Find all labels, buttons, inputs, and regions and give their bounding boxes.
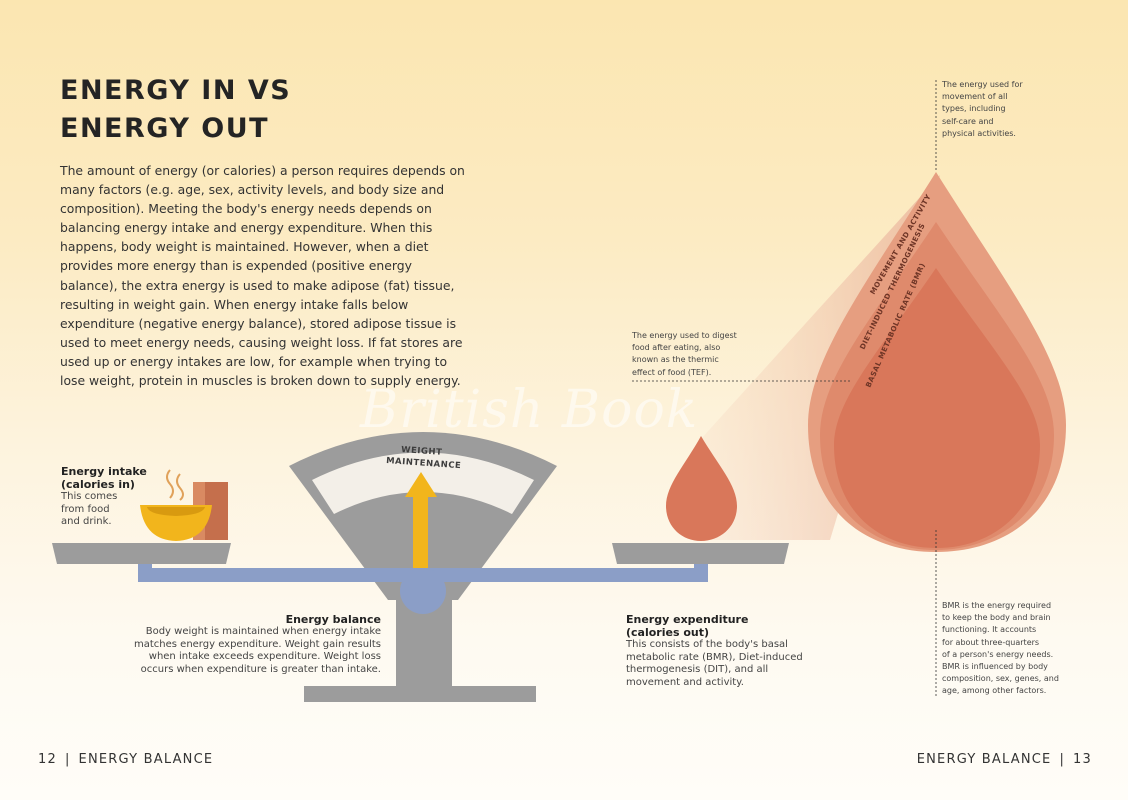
tef-anno-line-4: effect of food (TEF). (632, 367, 712, 377)
footer-left: 12 | ENERGY BALANCE (38, 752, 213, 767)
bmr-anno-line-8: age, among other factors. (942, 686, 1047, 696)
tef-annotation: The energy used to digest food after eat… (632, 330, 782, 379)
expenditure-text-line-1: This consists of the body's basal (626, 639, 788, 650)
intake-heading-line-1: Energy intake (61, 465, 147, 478)
scale-base (304, 686, 536, 702)
bmr-anno-line-3: functioning. It accounts (942, 625, 1037, 635)
movement-anno-line-2: movement of all (942, 92, 1008, 102)
right-pan (612, 543, 789, 564)
food-drink-icon (140, 469, 228, 541)
footer-right: ENERGY BALANCE | 13 (917, 752, 1092, 767)
expenditure-heading-line-1: Energy expenditure (626, 613, 749, 626)
intake-heading-line-2: (calories in) (61, 478, 135, 491)
balance-text-line-4: occurs when expenditure is greater than … (140, 663, 381, 675)
bmr-anno-line-5: of a person's energy needs. (942, 649, 1054, 659)
bmr-annotation: BMR is the energy required to keep the b… (942, 600, 1092, 698)
bmr-anno-line-7: composition, sex, genes, and (942, 674, 1059, 684)
bmr-anno-line-6: BMR is influenced by body (942, 662, 1048, 672)
movement-anno-line-4: self-care and (942, 116, 994, 126)
small-energy-drop (666, 436, 737, 541)
intake-text-line-1: This comes (61, 491, 118, 502)
right-page-number: 13 (1073, 752, 1092, 767)
watermark: British Book (360, 380, 699, 440)
balance-heading: Energy balance (285, 613, 381, 626)
energy-expenditure-label: Energy expenditure (calories out) This c… (626, 613, 846, 689)
energy-intake-label: Energy intake (calories in) This comes f… (61, 465, 181, 529)
intro-paragraph: The amount of energy (or calories) a per… (60, 163, 465, 389)
expenditure-text-line-4: movement and activity. (626, 676, 744, 688)
expenditure-heading-line-2: (calories out) (626, 626, 710, 639)
right-section-title: ENERGY BALANCE (916, 752, 1052, 767)
title-line-1: ENERGY IN VS (60, 75, 292, 106)
bmr-anno-line-2: to keep the body and brain (942, 613, 1051, 623)
tef-anno-line-2: food after eating, also (632, 343, 721, 353)
expenditure-text-line-2: metabolic rate (BMR), Diet-induced (626, 651, 803, 663)
intake-text-line-2: from food (61, 503, 110, 515)
bmr-anno-line-4: for about three-quarters (942, 637, 1040, 647)
page-title: ENERGY IN VS ENERGY OUT (60, 72, 380, 148)
scale-stand (396, 592, 452, 687)
movement-anno-line-1: The energy used for (942, 80, 1023, 89)
left-page-number: 12 (38, 752, 57, 767)
energy-balance-label: Energy balance Body weight is maintained… (120, 613, 381, 676)
left-pan (52, 543, 231, 564)
balance-text-line-1: Body weight is maintained when energy in… (145, 626, 381, 637)
balance-text-line-2: matches energy expenditure. Weight gain … (134, 638, 381, 650)
movement-annotation: The energy used for movement of all type… (942, 79, 1072, 140)
movement-anno-line-5: physical activities. (942, 128, 1016, 138)
movement-anno-line-3: types, including (942, 104, 1006, 114)
expenditure-text-line-3: thermogenesis (DIT), and all (626, 664, 769, 675)
balance-pointer-arrow (405, 472, 437, 572)
scale-pivot (400, 568, 446, 614)
footer-left-divider: | (64, 752, 71, 767)
tef-anno-line-1: The energy used to digest (632, 331, 737, 340)
title-line-2: ENERGY OUT (60, 113, 270, 144)
bmr-layer (834, 268, 1040, 548)
left-section-title: ENERGY BALANCE (78, 752, 214, 767)
dial-label-line-1: WEIGHT (401, 445, 443, 458)
bmr-anno-line-1: BMR is the energy required (942, 601, 1052, 610)
balance-text-line-3: when intake exceeds expenditure. Weight … (148, 651, 381, 662)
footer-right-divider: | (1059, 752, 1066, 767)
intake-text-line-3: and drink. (61, 516, 112, 527)
tef-anno-line-3: known as the thermic (632, 355, 719, 365)
